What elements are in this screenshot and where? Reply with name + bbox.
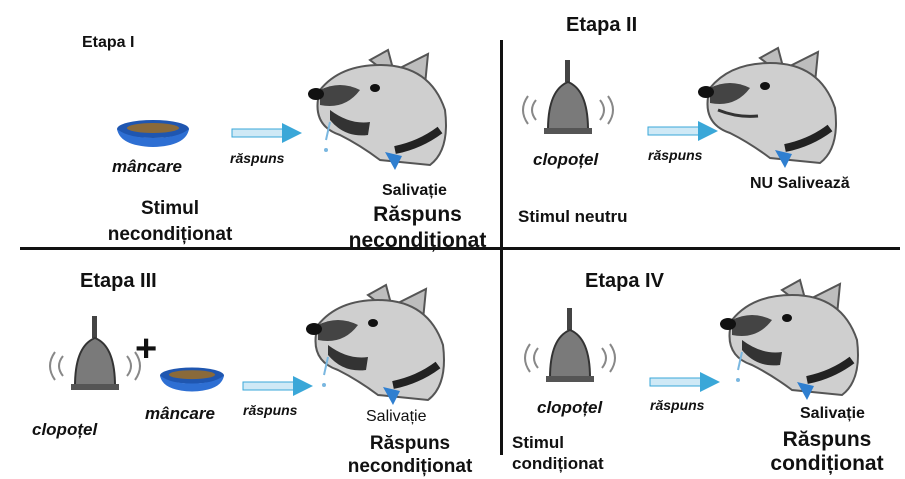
stimulus-label-food: mâncare	[145, 404, 215, 424]
stage-title-1: Etapa I	[82, 34, 134, 52]
bell-icon	[518, 60, 618, 140]
response-small-salivation: Salivație	[800, 405, 865, 423]
arrow-label: răspuns	[650, 397, 704, 413]
arrow-label: răspuns	[243, 402, 297, 418]
dog-head-icon	[298, 285, 458, 410]
stimulus-type: Stimul necondiționat	[95, 196, 245, 248]
stimulus-label-food: mâncare	[112, 157, 182, 177]
response-type: Răspuns necondiționat	[335, 432, 485, 478]
dog-head-icon	[300, 50, 460, 175]
response-type: Răspuns condiționat	[752, 428, 902, 476]
stimulus-label-bell: clopoțel	[32, 420, 97, 440]
stage-title-2: Etapa II	[566, 14, 637, 37]
stimulus-label-bell: clopoțel	[533, 150, 598, 170]
stage-title-4: Etapa IV	[585, 270, 664, 293]
food-bowl-icon	[108, 118, 198, 150]
response-small-salivation: Salivație	[382, 182, 447, 200]
dog-head-icon	[712, 280, 872, 405]
dog-head-icon	[690, 48, 850, 173]
arrow-label: răspuns	[230, 150, 284, 166]
arrow-icon	[232, 123, 302, 143]
bell-icon	[520, 308, 620, 388]
response-small-no-salivation: NU Salivează	[750, 175, 850, 193]
response-type: Răspuns necondiționat	[340, 202, 495, 254]
response-small-salivation: Salivație	[366, 408, 426, 426]
food-bowl-icon	[152, 365, 232, 395]
plus-sign: +	[135, 330, 157, 368]
bell-icon	[45, 316, 145, 396]
stimulus-type: Stimul neutru	[518, 207, 628, 227]
arrow-icon	[650, 372, 720, 392]
stimulus-label-bell: clopoțel	[537, 398, 602, 418]
stage-title-3: Etapa III	[80, 270, 157, 293]
stimulus-type: Stimul condiționat	[512, 432, 622, 474]
